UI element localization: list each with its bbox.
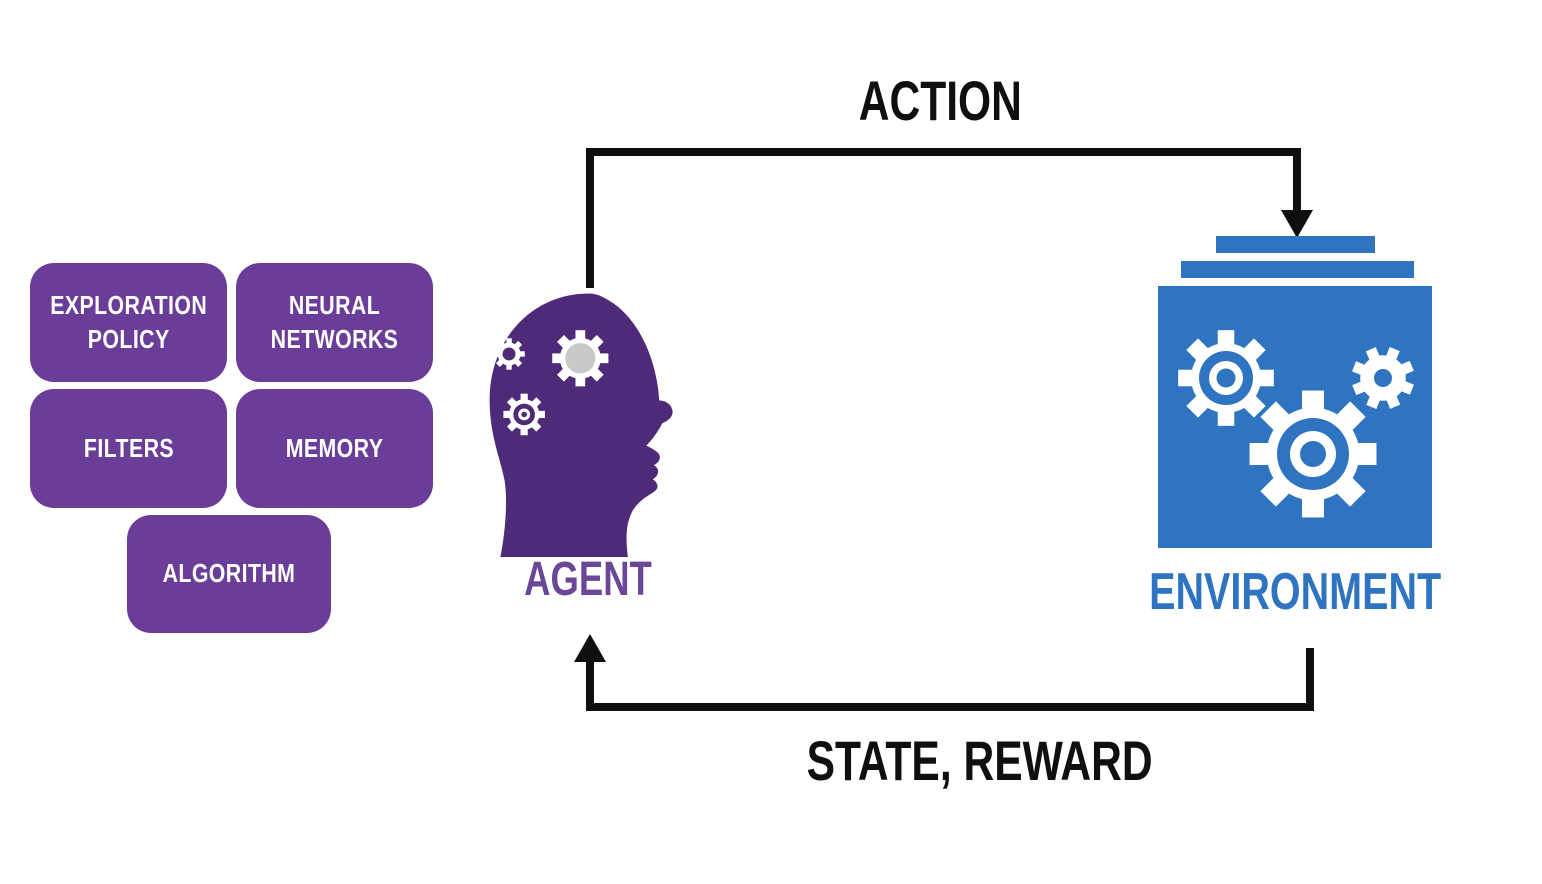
state-reward-arrow	[586, 648, 1314, 711]
component-label: MEMORY	[285, 432, 384, 463]
component-label: FILTERS	[83, 432, 174, 463]
environment-label: ENVIRONMENT	[1148, 563, 1442, 621]
agent-label: AGENT	[524, 553, 652, 606]
state-reward-label: STATE, REWARD	[806, 729, 1153, 792]
component-box-memory: MEMORY	[236, 389, 433, 508]
environment-gears-icon	[1158, 286, 1432, 548]
component-label: ALGORITHM	[162, 558, 296, 589]
component-box-exploration-policy: EXPLORATION POLICY	[30, 263, 227, 382]
component-box-algorithm: ALGORITHM	[127, 515, 331, 633]
agent-head-gears-icon	[489, 293, 673, 557]
component-box-neural-networks: NEURAL NETWORKS	[236, 263, 433, 382]
component-box-filters: FILTERS	[30, 389, 227, 508]
environment-middle-bar-icon	[1181, 261, 1414, 278]
component-label: EXPLORATION POLICY	[50, 289, 207, 354]
component-label: NEURAL NETWORKS	[270, 289, 399, 354]
action-arrowhead-icon	[1281, 210, 1313, 238]
state-reward-arrowhead-icon	[574, 634, 606, 662]
action-label: ACTION	[858, 69, 1022, 132]
environment-top-bar-icon	[1216, 236, 1375, 253]
